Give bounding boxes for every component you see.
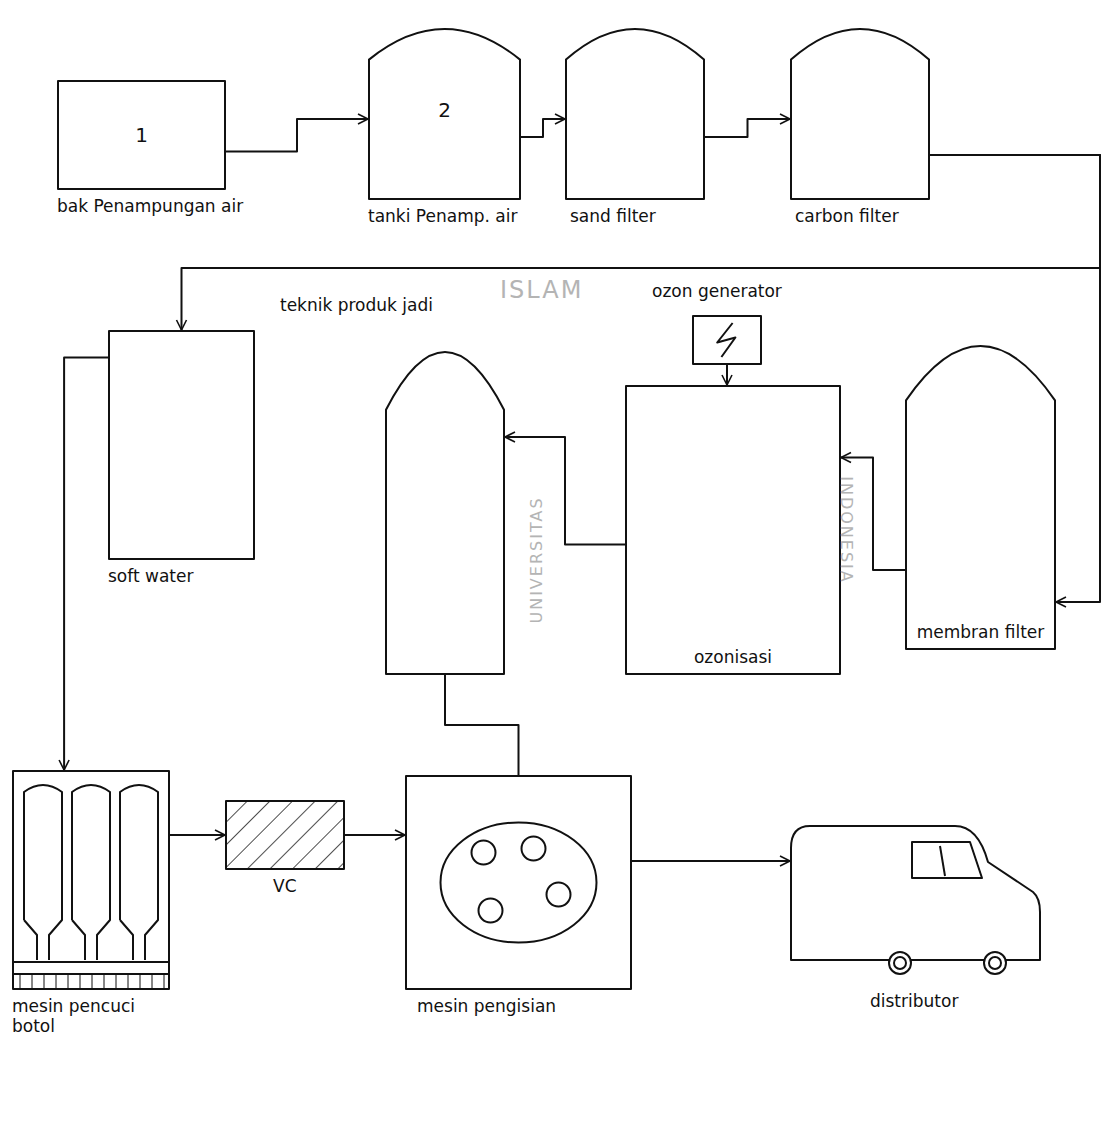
flow-connector: [632, 860, 790, 862]
flow-connector: [705, 119, 790, 137]
watermark-text: UNIVERSITAS: [527, 496, 546, 623]
callout-number: 1: [57, 123, 226, 147]
node-label: bak Penampungan air: [57, 196, 243, 216]
flow-connector: [505, 437, 625, 545]
ozonation-box: ozonisasi: [625, 385, 841, 675]
flow-connector: [930, 155, 1100, 602]
flow-connector: [170, 834, 225, 836]
washer-outline: [12, 770, 170, 990]
node-label: ozonisasi: [625, 647, 841, 667]
node-label: distributor: [870, 991, 958, 1011]
ozone-generator: ozon generator: [692, 315, 762, 365]
gen-outline: [692, 315, 762, 365]
node-label: mesin pengisian: [417, 996, 556, 1016]
truck-outline: [790, 820, 1045, 985]
watermark-text: ISLAM: [500, 276, 583, 304]
dome-outline: [790, 20, 930, 200]
node-label: mesin pencuci botol: [12, 996, 162, 1037]
storage-basin: 1bak Penampungan air: [57, 80, 226, 190]
distributor-truck: distributor: [790, 820, 1045, 985]
dome-outline: [565, 20, 705, 200]
flow-connector: [64, 358, 108, 770]
node-label: soft water: [108, 566, 193, 586]
carbon-filter-tank: carbon filter: [790, 20, 930, 200]
hatch-outline: [225, 800, 345, 870]
rect-outline: [625, 385, 841, 675]
vc-unit: VC: [225, 800, 345, 870]
node-label: carbon filter: [795, 206, 899, 226]
rect-outline: [108, 330, 255, 560]
node-label: ozon generator: [652, 281, 782, 301]
node-label: VC: [273, 876, 297, 896]
flow-connector: [445, 675, 519, 775]
filling-machine: mesin pengisian: [405, 775, 632, 990]
node-label: sand filter: [570, 206, 656, 226]
flow-connector: [345, 834, 405, 836]
soft-water-box: soft water: [108, 330, 255, 560]
flow-connector: [182, 155, 1101, 330]
filler-outline: [405, 775, 632, 990]
dome-outline: [905, 330, 1056, 650]
node-label: membran filter: [905, 622, 1056, 642]
bottle-washer: mesin pencuci botol: [12, 770, 170, 990]
dome-outline: [385, 335, 505, 675]
flow-connector: [726, 365, 728, 385]
membrane-filter-tank: membran filter: [905, 330, 1056, 650]
node-label: tanki Penamp. air: [368, 206, 517, 226]
sand-filter-tank: sand filter: [565, 20, 705, 200]
node-label: teknik produk jadi: [280, 295, 433, 315]
product-tank: teknik produk jadi: [385, 335, 505, 675]
flow-connector: [521, 119, 565, 137]
flow-connector: [226, 119, 368, 152]
callout-number: 2: [368, 98, 521, 122]
storage-tank: 2tanki Penamp. air: [368, 20, 521, 200]
watermark-text: INDONESIA: [837, 476, 856, 584]
